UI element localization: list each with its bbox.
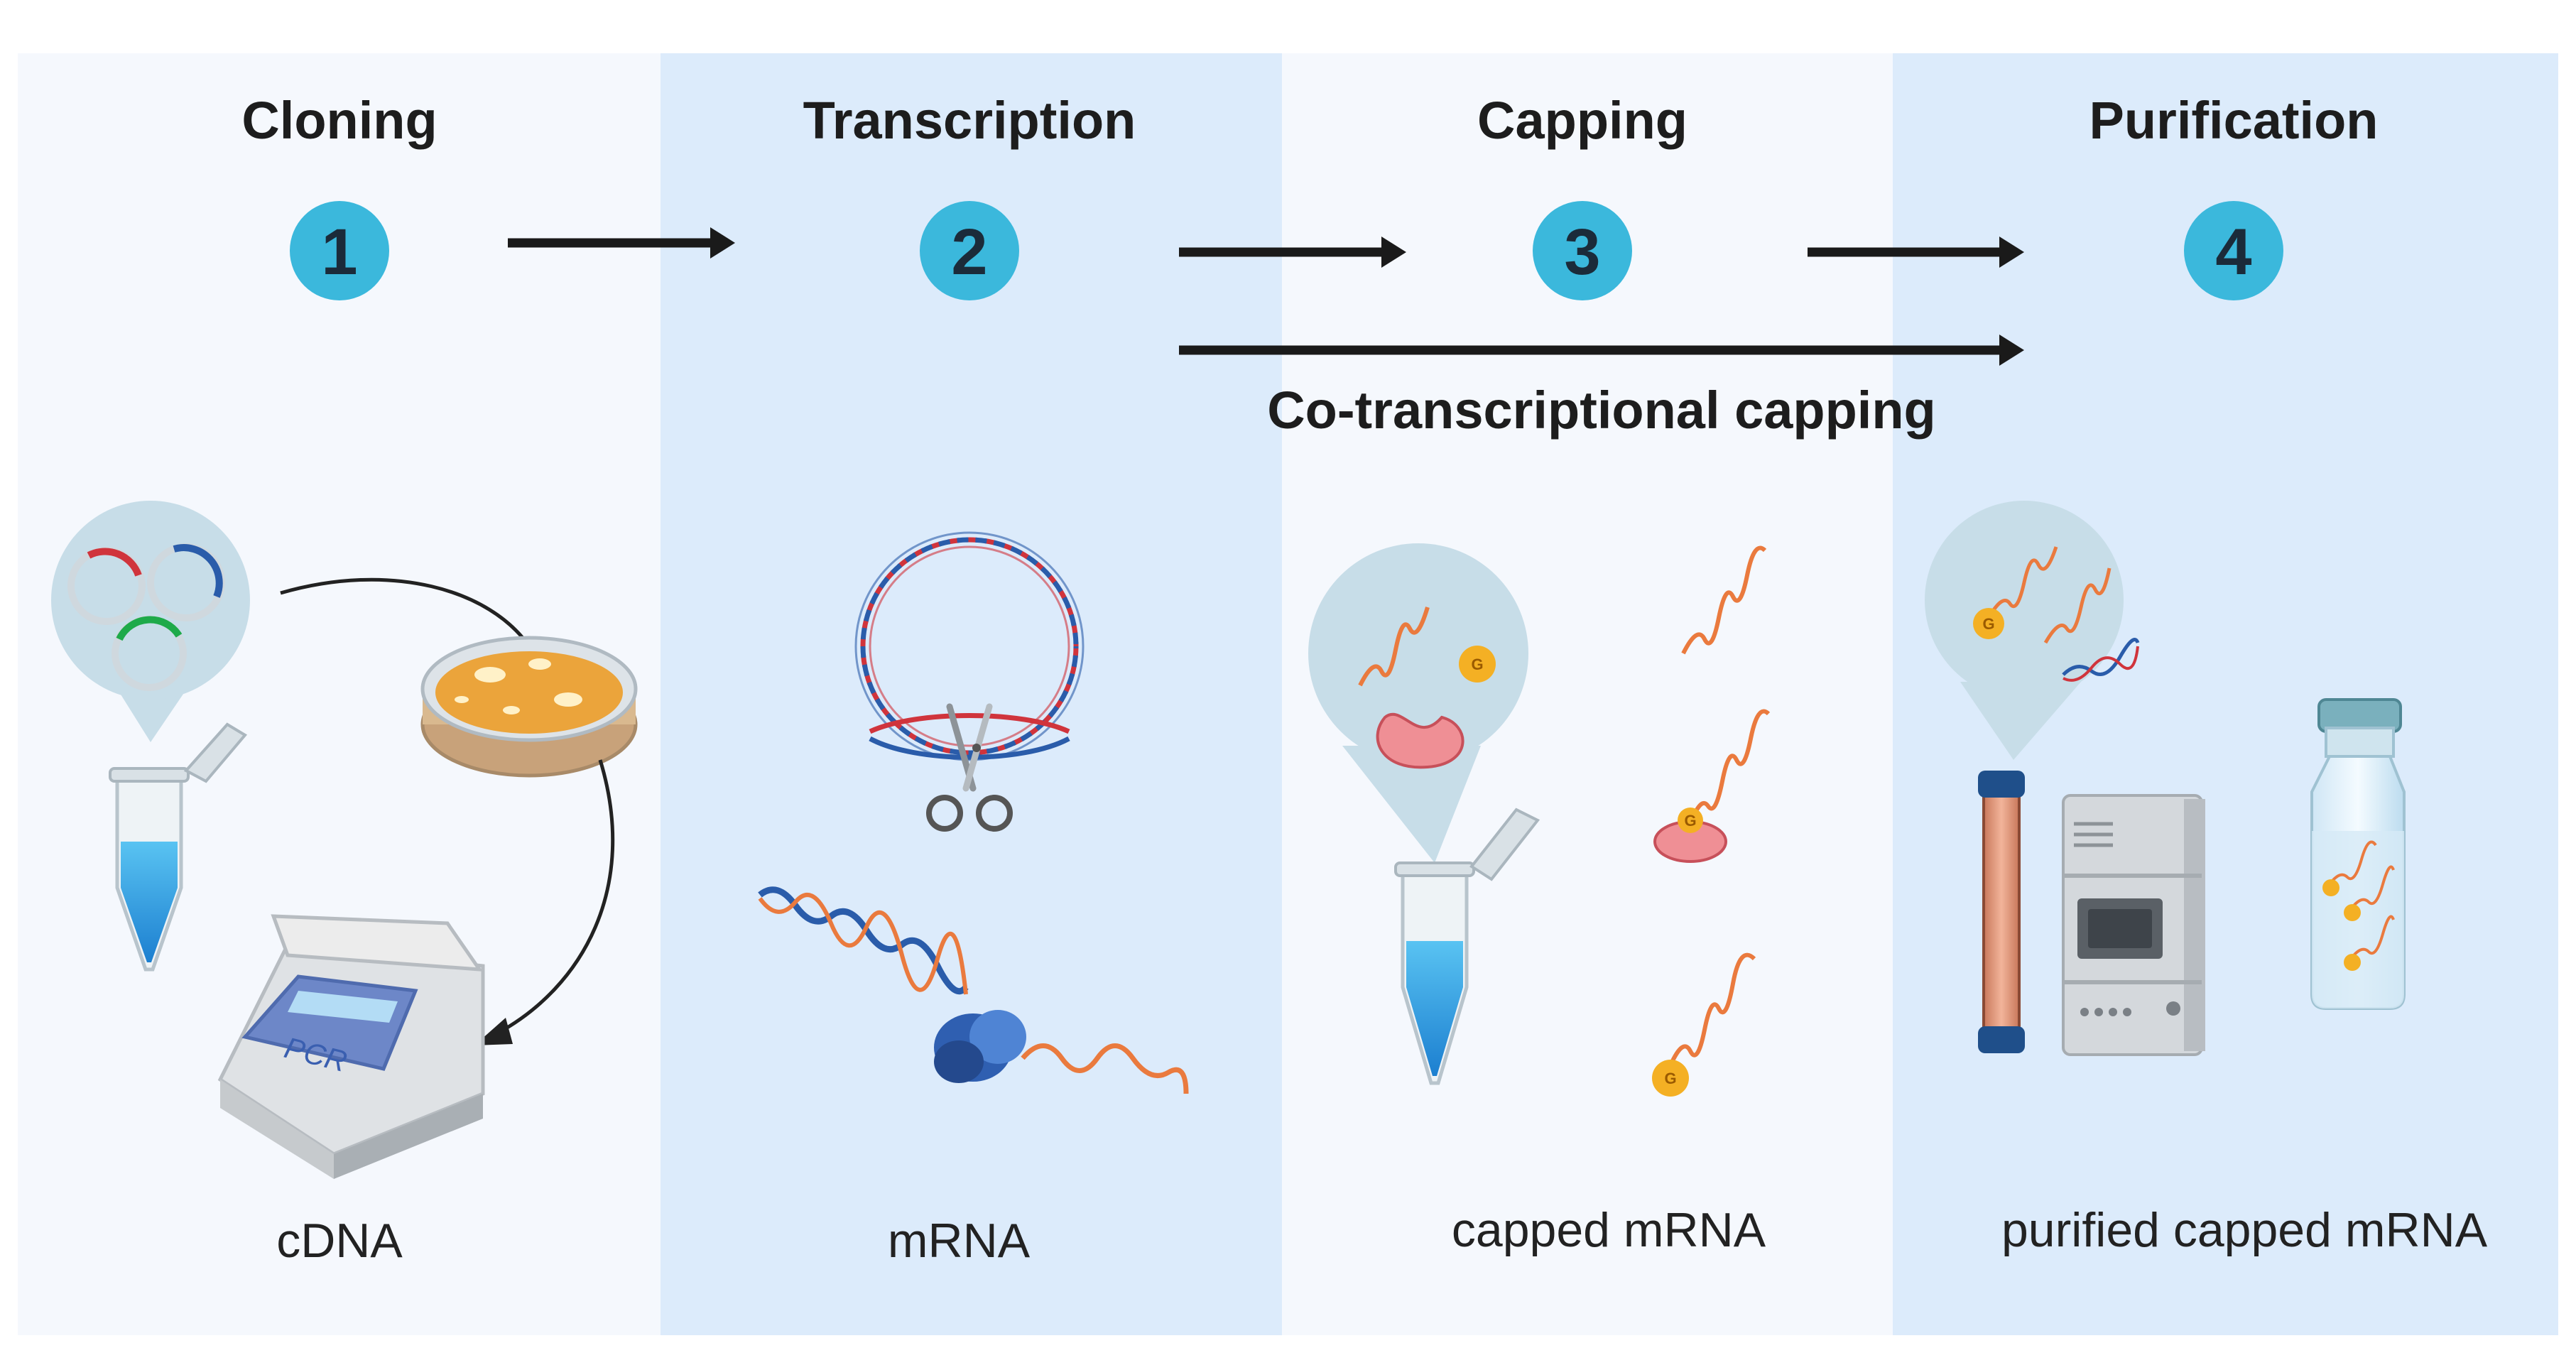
step-number-2: 2: [951, 216, 987, 288]
arrow-plasmid-to-plate: [280, 577, 531, 648]
svg-text:G: G: [1982, 615, 1994, 633]
eppendorf-tube-capping: [1394, 808, 1540, 1085]
label-cdna: cDNA: [276, 1214, 403, 1268]
arrow-step1-to-step2: [508, 227, 735, 259]
capping-magnifier: G: [1308, 543, 1528, 863]
step-number-3: 3: [1564, 216, 1600, 288]
eppendorf-tube-cloning: [109, 722, 248, 972]
svg-text:G: G: [1664, 1070, 1676, 1087]
step-number-1: 1: [321, 216, 357, 288]
step-badge-1: 1: [290, 201, 389, 300]
plasmid-dna-ring: [854, 531, 1085, 761]
mrna-transcript: [1021, 1043, 1189, 1094]
plasmid-magnifier: [51, 501, 250, 742]
cap-g-magnified: G: [1459, 646, 1496, 683]
transcribing-dna: [758, 886, 969, 995]
mrna-with-enzyme: G: [1653, 709, 1771, 863]
chromatography-column: [1978, 771, 2025, 1053]
step-badge-3: 3: [1533, 201, 1632, 300]
step-title-cloning: Cloning: [241, 91, 437, 150]
mrna-uncapped: [1681, 545, 1767, 655]
label-mrna: mRNA: [888, 1214, 1031, 1268]
capping-enzyme-magnified: [1376, 712, 1464, 769]
linearized-dna-red: [869, 713, 1070, 734]
step-number-4: 4: [2215, 216, 2251, 288]
rna-polymerase: [934, 1010, 1026, 1083]
arrow-cotranscriptional: [1179, 335, 2024, 366]
arrow-step3-to-step4: [1808, 237, 2024, 268]
pcr-machine: PCR: [217, 914, 485, 1179]
arrow-step2-to-step3: [1179, 237, 1406, 268]
hplc-instrument: [2062, 794, 2205, 1056]
petri-dish: [420, 636, 638, 778]
arrow-plate-to-pcr: [496, 759, 615, 1035]
step-title-capping: Capping: [1477, 91, 1688, 150]
svg-text:G: G: [1684, 812, 1696, 830]
svg-text:G: G: [1471, 656, 1483, 673]
mrna-uncapped-magnified: [1358, 607, 1430, 687]
step-title-purification: Purification: [2089, 91, 2378, 150]
mrna-capped: G: [1652, 952, 1756, 1097]
linearized-dna-blue: [869, 736, 1070, 760]
label-capped-mrna: capped mRNA: [1452, 1203, 1766, 1257]
step-badge-2: 2: [920, 201, 1019, 300]
label-purified-capped-mrna: purified capped mRNA: [2001, 1203, 2488, 1257]
cotranscriptional-capping-label: Co-transcriptional capping: [1267, 381, 1936, 440]
step-title-transcription: Transcription: [803, 91, 1136, 150]
mrna-vial: [2310, 698, 2406, 1010]
purification-magnifier: G: [1925, 501, 2140, 760]
scissors-icon: [926, 703, 1013, 832]
step-badge-4: 4: [2184, 201, 2283, 300]
